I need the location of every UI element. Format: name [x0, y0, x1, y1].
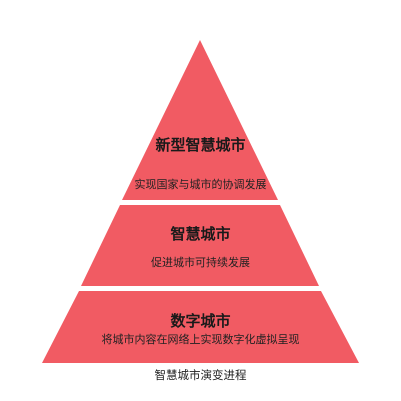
- diagram-caption: 智慧城市演变进程: [154, 368, 247, 382]
- tier-top-description: 实现国家与城市的协调发展: [134, 178, 267, 191]
- tier-middle-description: 促进城市可持续发展: [151, 256, 250, 269]
- pyramid-tier-top: [122, 40, 278, 200]
- pyramid-tier-middle: [81, 205, 319, 286]
- tier-bottom-description: 将城市内容在网络上实现数字化虚拟呈现: [101, 333, 300, 346]
- tier-bottom-title: 数字城市: [170, 312, 231, 330]
- tier-top-title: 新型智慧城市: [155, 136, 246, 154]
- tier-middle-title: 智慧城市: [170, 225, 231, 243]
- pyramid-tier-bottom: [42, 291, 359, 363]
